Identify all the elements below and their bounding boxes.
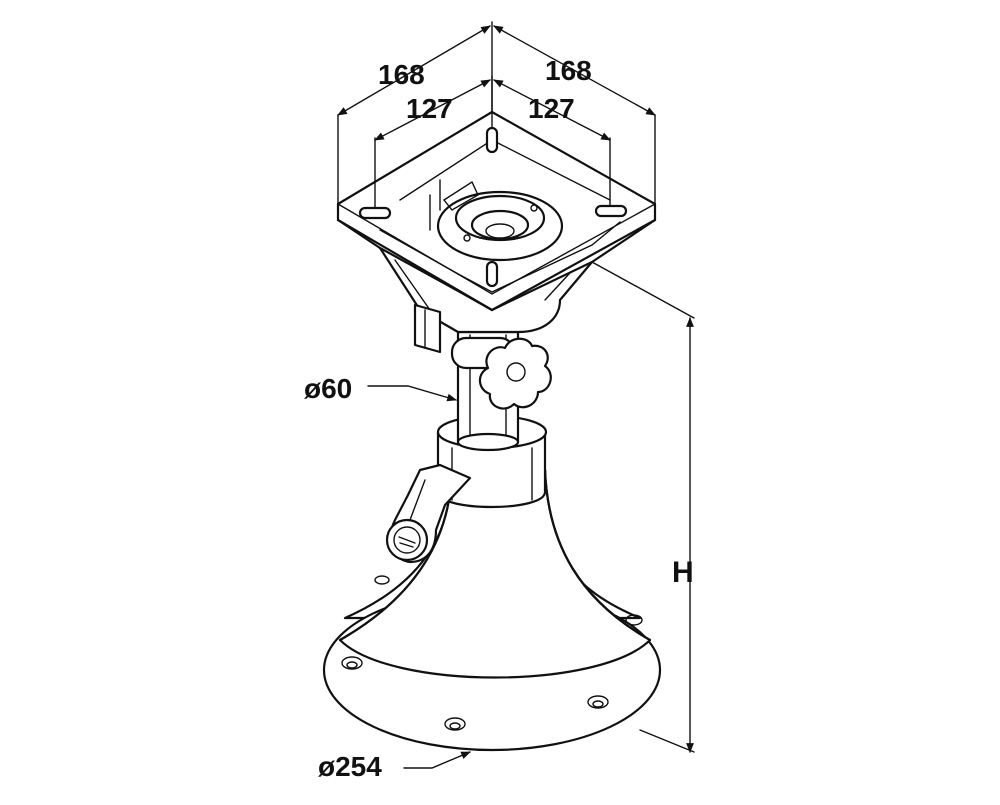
dim-outer-right: 168 bbox=[545, 55, 592, 86]
release-lever bbox=[385, 463, 472, 564]
dim-height: H bbox=[672, 556, 694, 589]
dim-base-diameter: ø254 bbox=[318, 751, 382, 782]
base-mounting-holes bbox=[341, 575, 643, 731]
swivel-hub bbox=[429, 179, 564, 262]
mounting-plate bbox=[336, 110, 657, 312]
pedestal-base bbox=[322, 468, 662, 752]
dim-outer-left: 168 bbox=[378, 59, 425, 90]
dimension-labels: 168 168 127 127 ø60 ø254 H bbox=[304, 55, 694, 782]
dim-inner-left: 127 bbox=[406, 93, 453, 124]
dim-inner-right: 127 bbox=[528, 93, 575, 124]
dim-column-diameter: ø60 bbox=[304, 373, 352, 404]
dimension-lines bbox=[337, 21, 695, 769]
height-adjust-knob bbox=[450, 336, 552, 410]
